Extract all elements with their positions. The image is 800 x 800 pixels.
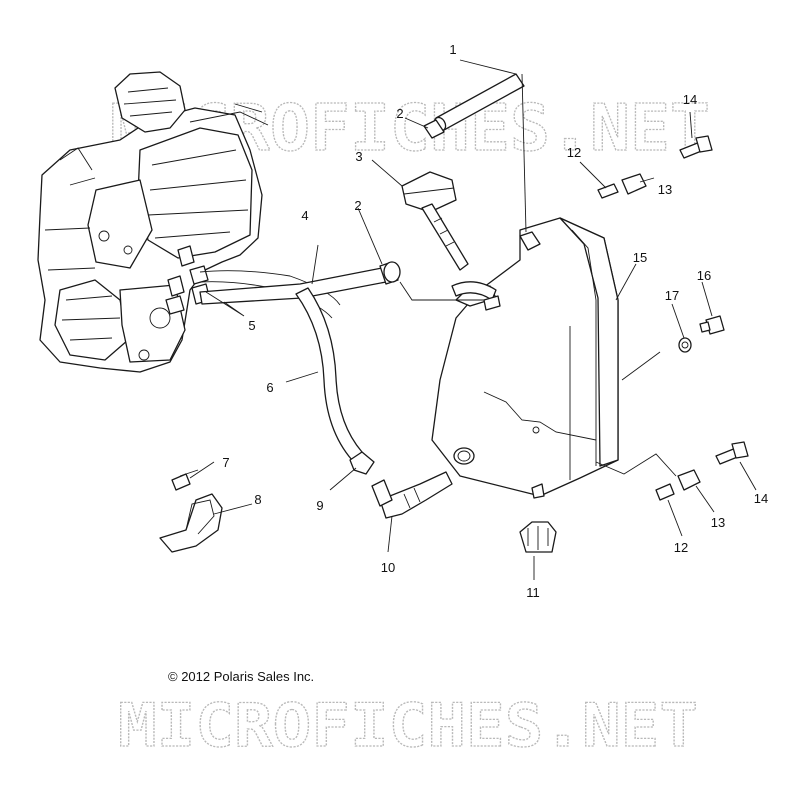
callout-12-top: 12	[567, 145, 581, 160]
callout-2-mid: 2	[354, 198, 361, 213]
callouts: 1 2 3 2 4 5 6 7 8 9 10 11 12 13 14 15 16…	[222, 42, 768, 600]
hose-clamp-2a	[423, 119, 445, 139]
bolt-14a	[679, 135, 713, 159]
callout-8: 8	[254, 492, 261, 507]
callout-1: 1	[449, 42, 456, 57]
hose-4	[199, 267, 387, 305]
hose-6	[295, 287, 363, 461]
engine-assembly	[37, 71, 341, 373]
callout-13-top: 13	[658, 182, 672, 197]
callout-12-bottom: 12	[674, 540, 688, 555]
watermark-bottom: MICROFICHES.NET	[118, 691, 698, 761]
callout-16: 16	[697, 268, 711, 283]
callout-17: 17	[665, 288, 679, 303]
washer-17	[678, 337, 692, 353]
callout-3: 3	[355, 149, 362, 164]
drain-plug-11	[519, 521, 557, 553]
callout-6: 6	[266, 380, 273, 395]
callout-11: 11	[526, 585, 540, 600]
dipstick-cap-3	[401, 171, 469, 271]
callout-9: 9	[316, 498, 323, 513]
hose-clamp-2b	[379, 261, 401, 285]
callout-5: 5	[248, 318, 255, 333]
callout-4: 4	[301, 208, 308, 223]
screw-7	[171, 469, 199, 491]
bolt-16	[699, 315, 725, 335]
grommet-12b	[655, 483, 675, 501]
hose-clip-8	[159, 493, 223, 553]
callout-10: 10	[381, 560, 395, 575]
elbow-fitting-10	[371, 471, 453, 519]
callout-15: 15	[633, 250, 647, 265]
copyright-notice: © 2012 Polaris Sales Inc.	[168, 669, 315, 684]
oil-tank-15	[431, 217, 619, 499]
callout-14-bottom: 14	[754, 491, 768, 506]
bushing-13b	[677, 469, 701, 491]
grommet-12a	[597, 183, 619, 199]
bolt-14b	[715, 441, 749, 465]
callout-13-bottom: 13	[711, 515, 725, 530]
callout-14-top: 14	[683, 92, 697, 107]
bushing-13a	[621, 173, 647, 195]
leader-lines	[189, 59, 757, 580]
callout-2-top: 2	[396, 106, 403, 121]
callout-7: 7	[222, 455, 229, 470]
